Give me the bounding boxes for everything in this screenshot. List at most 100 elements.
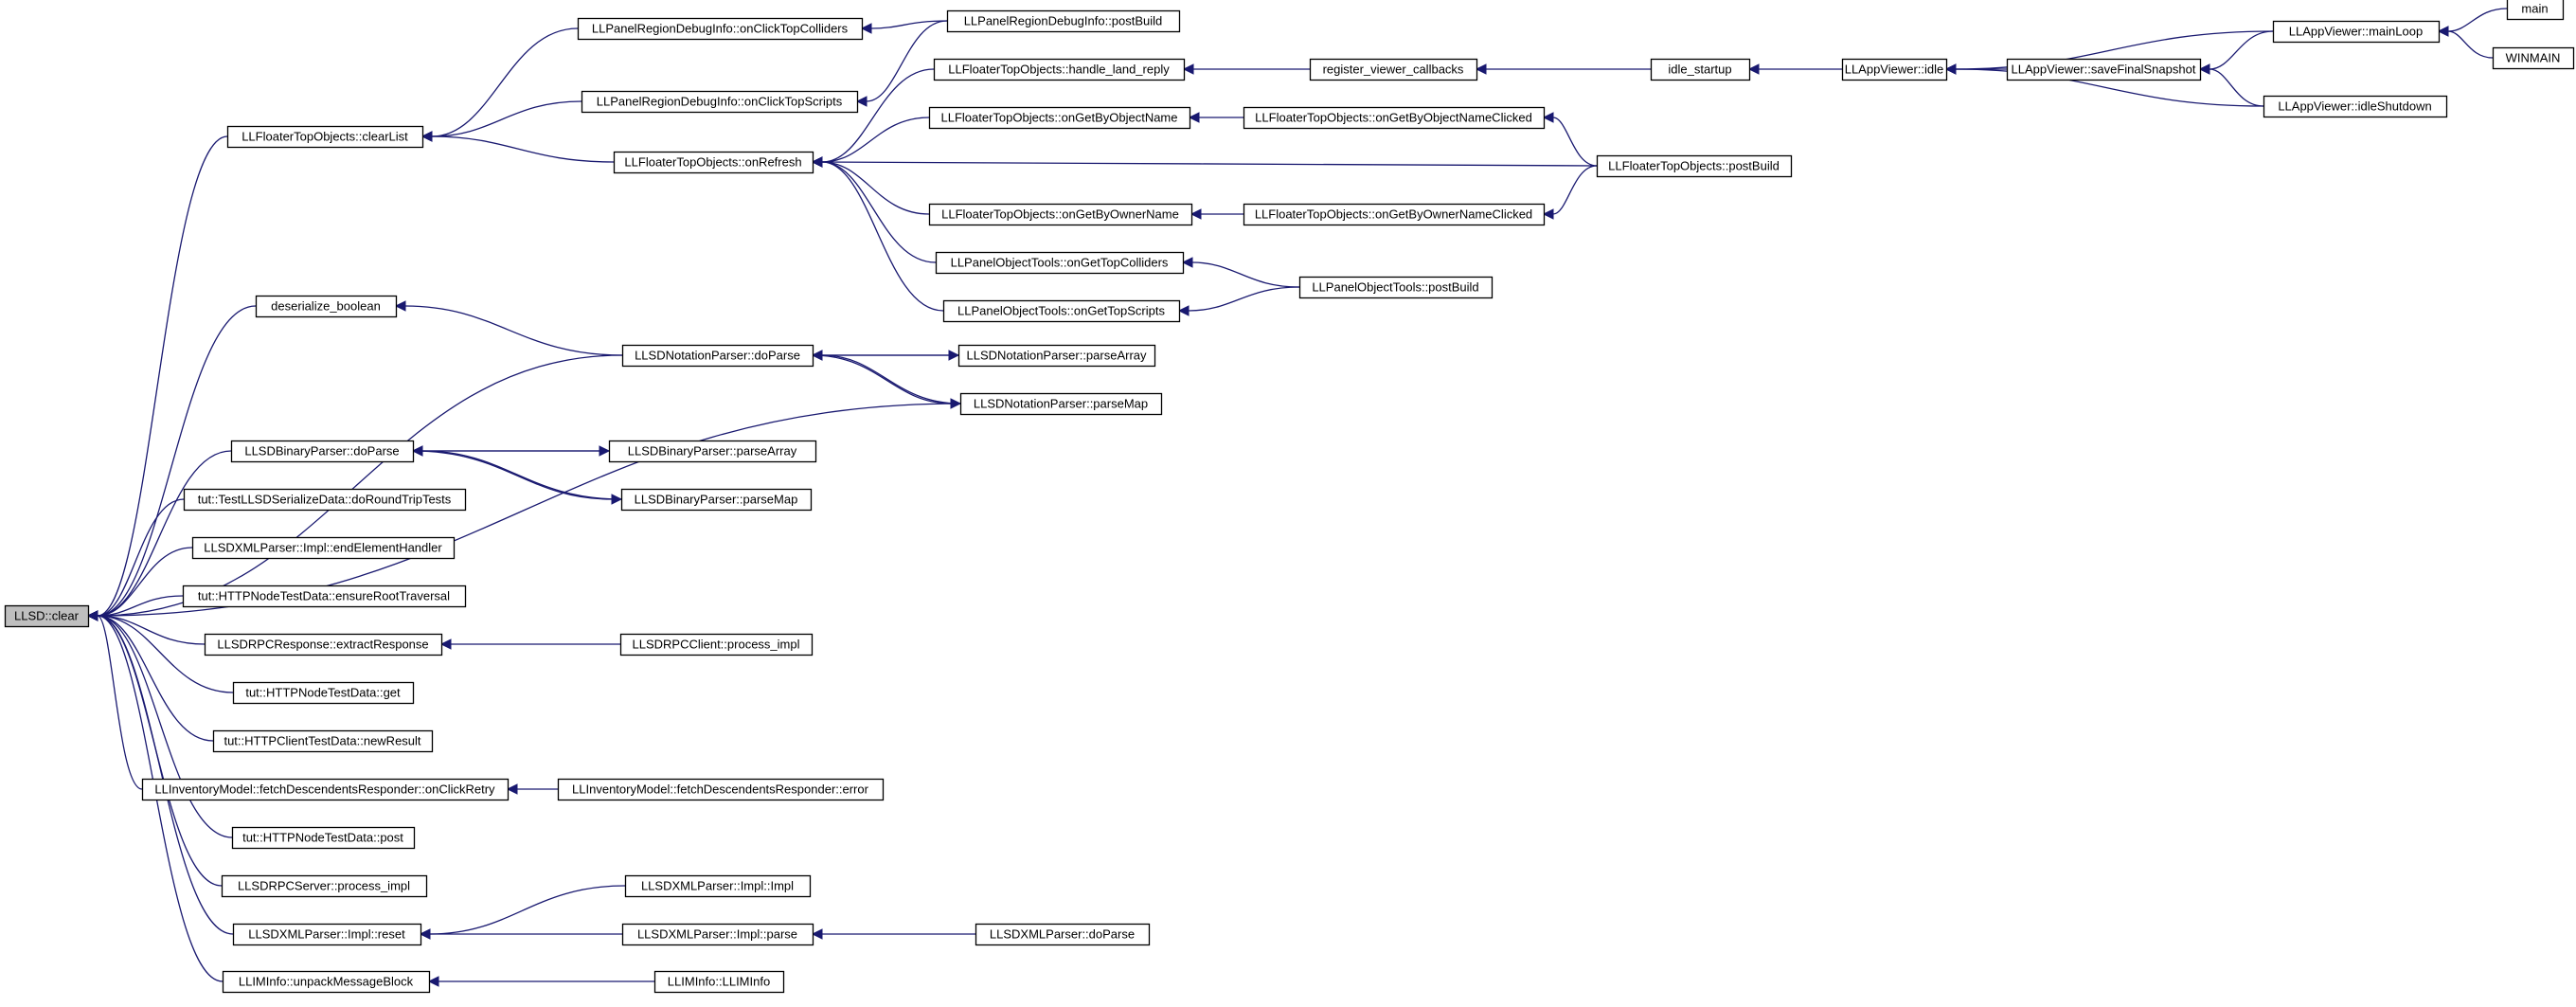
node-winmain[interactable]: WINMAIN <box>2492 46 2575 70</box>
node-llappviewer-idle[interactable]: LLAppViewer::idle <box>1841 58 1948 81</box>
node-label: LLSDNotationParser::doParse <box>635 349 800 363</box>
node-box <box>191 536 456 560</box>
node-lliminfo-lliminfo[interactable]: LLIMInfo::LLIMInfo <box>653 970 785 994</box>
node-main[interactable]: main <box>2506 0 2565 21</box>
node-llpanelregiondebuginfo-onclicktopcolliders[interactable]: LLPanelRegionDebugInfo::onClickTopCollid… <box>577 17 864 41</box>
edge-regColliders-to-clearList <box>431 27 579 137</box>
node-box <box>624 874 812 898</box>
node-llsdxmlparser-impl-impl[interactable]: LLSDXMLParser::Impl::Impl <box>624 874 812 898</box>
edge-toolScripts-to-onRefresh <box>821 161 944 312</box>
node-tut-httpnodetestdata-get[interactable]: tut::HTTPNodeTestData::get <box>232 681 415 705</box>
node-tut-httpnodetestdata-ensureroottraversal[interactable]: tut::HTTPNodeTestData::ensureRootTravers… <box>182 584 467 608</box>
node-box <box>231 826 416 850</box>
node-box <box>182 584 467 608</box>
node-box <box>946 9 1181 33</box>
node-llpanelobjecttools-ongettopscripts[interactable]: LLPanelObjectTools::onGetTopScripts <box>942 299 1181 323</box>
node-idle-startup[interactable]: idle_startup <box>1650 58 1751 81</box>
node-llsdnotationparser-doparse[interactable]: LLSDNotationParser::doParse <box>621 344 814 368</box>
node-llsdrpcresponse-extractresponse[interactable]: LLSDRPCResponse::extractResponse <box>204 633 443 656</box>
node-box <box>653 970 785 994</box>
edge-notParse-to-notMap <box>812 354 952 405</box>
node-llsdbinaryparser-parsearray[interactable]: LLSDBinaryParser::parseArray <box>608 440 817 463</box>
node-deserialize-boolean[interactable]: deserialize_boolean <box>255 295 398 318</box>
node-llfloatertopobjects-ongetbyownernameclicked[interactable]: LLFloaterTopObjects::onGetByOwnerNameCli… <box>1243 203 1546 226</box>
node-llsdnotationparser-parsearray[interactable]: LLSDNotationParser::parseArray <box>957 344 1156 368</box>
node-tut-testllsdserializedata-doroundtriptests[interactable]: tut::TestLLSDSerializeData::doRoundTripT… <box>183 488 467 512</box>
node-llfloatertopobjects-ongetbyobjectnameclicked[interactable]: LLFloaterTopObjects::onGetByObjectNameCl… <box>1243 106 1546 130</box>
arrowhead-icon <box>1542 208 1554 220</box>
arrowhead-icon <box>611 494 623 505</box>
node-llinventorymodel-fetchdescendentsresponder-error[interactable]: LLInventoryModel::fetchDescendentsRespon… <box>557 778 885 801</box>
node-label: LLSDBinaryParser::parseMap <box>635 493 798 507</box>
node-tut-httpclienttestdata-newresult[interactable]: tut::HTTPClientTestData::newResult <box>212 729 434 753</box>
node-llsdxmlparser-impl-endelementhandler[interactable]: LLSDXMLParser::Impl::endElementHandler <box>191 536 456 560</box>
node-llpanelregiondebuginfo-postbuild[interactable]: LLPanelRegionDebugInfo::postBuild <box>946 9 1181 33</box>
node-label: LLPanelObjectTools::onGetTopColliders <box>951 256 1169 270</box>
edge-byObjName-to-onRefresh <box>821 117 930 163</box>
node-llfloatertopobjects-clearlist[interactable]: LLFloaterTopObjects::clearList <box>226 125 424 149</box>
node-box <box>230 440 415 463</box>
node-label: LLSDXMLParser::Impl::parse <box>637 927 797 942</box>
node-box <box>212 729 434 753</box>
node-label: LLFloaterTopObjects::onGetByOwnerName <box>941 207 1179 222</box>
edge-newResult-to-root <box>97 615 214 742</box>
arrowhead-icon <box>1475 63 1487 75</box>
node-llsdrpcclient-process-impl[interactable]: LLSDRPCClient::process_impl <box>619 633 814 656</box>
node-box <box>613 151 814 174</box>
node-llappviewer-idleshutdown[interactable]: LLAppViewer::idleShutdown <box>2263 95 2448 118</box>
node-llfloatertopobjects-ongetbyownername[interactable]: LLFloaterTopObjects::onGetByOwnerName <box>928 203 1193 226</box>
node-llsdbinaryparser-doparse[interactable]: LLSDBinaryParser::doParse <box>230 440 415 463</box>
edge-mainLoop-to-snapshot <box>2209 30 2274 70</box>
arrowhead-icon <box>439 638 452 650</box>
arrowhead-icon <box>1182 63 1194 75</box>
node-llsd-clear[interactable]: LLSD::clear <box>4 604 90 628</box>
edge-httpPost-to-root <box>97 615 233 838</box>
node-label: LLSDBinaryParser::doParse <box>244 444 399 459</box>
node-register-viewer-callbacks[interactable]: register_viewer_callbacks <box>1309 58 1478 81</box>
node-label: LLSDXMLParser::Impl::endElementHandler <box>204 541 442 555</box>
node-box <box>942 299 1181 323</box>
node-label: LLSDNotationParser::parseArray <box>966 349 1147 363</box>
node-llfloatertopobjects-onrefresh[interactable]: LLFloaterTopObjects::onRefresh <box>613 151 814 174</box>
node-llappviewer-mainloop[interactable]: LLAppViewer::mainLoop <box>2272 20 2441 44</box>
node-llfloatertopobjects-handle-land-reply[interactable]: LLFloaterTopObjects::handle_land_reply <box>933 58 1186 81</box>
node-llpanelobjecttools-postbuild[interactable]: LLPanelObjectTools::postBuild <box>1298 276 1494 299</box>
node-label: LLPanelRegionDebugInfo::postBuild <box>964 14 1163 28</box>
edge-xmlReset-to-root <box>97 615 234 935</box>
node-box <box>975 923 1151 946</box>
node-label: LLSD::clear <box>14 609 80 623</box>
edge-topPostBuild-to-onRefresh <box>821 161 1598 167</box>
node-llsdrpcserver-process-impl[interactable]: LLSDRPCServer::process_impl <box>221 874 428 898</box>
node-llpanelregiondebuginfo-onclicktopscripts[interactable]: LLPanelRegionDebugInfo::onClickTopScript… <box>581 90 859 114</box>
node-llfloatertopobjects-ongetbyobjectname[interactable]: LLFloaterTopObjects::onGetByObjectName <box>928 106 1191 130</box>
node-llsdxmlparser-impl-reset[interactable]: LLSDXMLParser::Impl::reset <box>232 923 422 946</box>
node-llsdbinaryparser-parsemap[interactable]: LLSDBinaryParser::parseMap <box>620 488 813 512</box>
node-label: LLFloaterTopObjects::postBuild <box>1608 159 1780 173</box>
node-box <box>1309 58 1478 81</box>
arrowhead-icon <box>811 156 823 168</box>
edge-topPostBuild-to-byObjClicked <box>1552 117 1598 167</box>
node-label: LLPanelObjectTools::postBuild <box>1312 280 1478 295</box>
arrowhead-icon <box>1181 257 1193 268</box>
node-llpanelobjecttools-ongettopcolliders[interactable]: LLPanelObjectTools::onGetTopColliders <box>935 251 1185 275</box>
edge-binMap-to-binParse <box>421 450 622 500</box>
node-box <box>935 251 1185 275</box>
edge-topPostBuild-to-byOwnerClicked <box>1552 165 1598 215</box>
node-label: register_viewer_callbacks <box>1323 63 1464 77</box>
node-label: LLFloaterTopObjects::onRefresh <box>624 155 801 170</box>
nodes-layer: LLSD::clear LLFloaterTopObjects::clearLis… <box>4 0 2575 994</box>
edge-httpGet-to-root <box>97 615 234 693</box>
arrowhead-icon <box>860 23 872 34</box>
node-box <box>232 681 415 705</box>
node-lliminfo-unpackmessageblock[interactable]: LLIMInfo::unpackMessageBlock <box>222 970 431 994</box>
node-llfloatertopobjects-postbuild[interactable]: LLFloaterTopObjects::postBuild <box>1596 154 1793 178</box>
node-box <box>577 17 864 41</box>
node-label: LLInventoryModel::fetchDescendentsRespon… <box>572 782 869 797</box>
node-llsdxmlparser-doparse[interactable]: LLSDXMLParser::doParse <box>975 923 1151 946</box>
node-llappviewer-savefinalsnapshot[interactable]: LLAppViewer::saveFinalSnapshot <box>2006 58 2202 81</box>
node-llinventorymodel-fetchdescendentsresponder-onclickretry[interactable]: LLInventoryModel::fetchDescendentsRespon… <box>141 778 510 801</box>
node-llsdnotationparser-parsemap[interactable]: LLSDNotationParser::parseMap <box>959 392 1163 416</box>
node-label: LLFloaterTopObjects::onGetByObjectName <box>940 111 1177 125</box>
node-llsdxmlparser-impl-parse[interactable]: LLSDXMLParser::Impl::parse <box>621 923 814 946</box>
node-tut-httpnodetestdata-post[interactable]: tut::HTTPNodeTestData::post <box>231 826 416 850</box>
